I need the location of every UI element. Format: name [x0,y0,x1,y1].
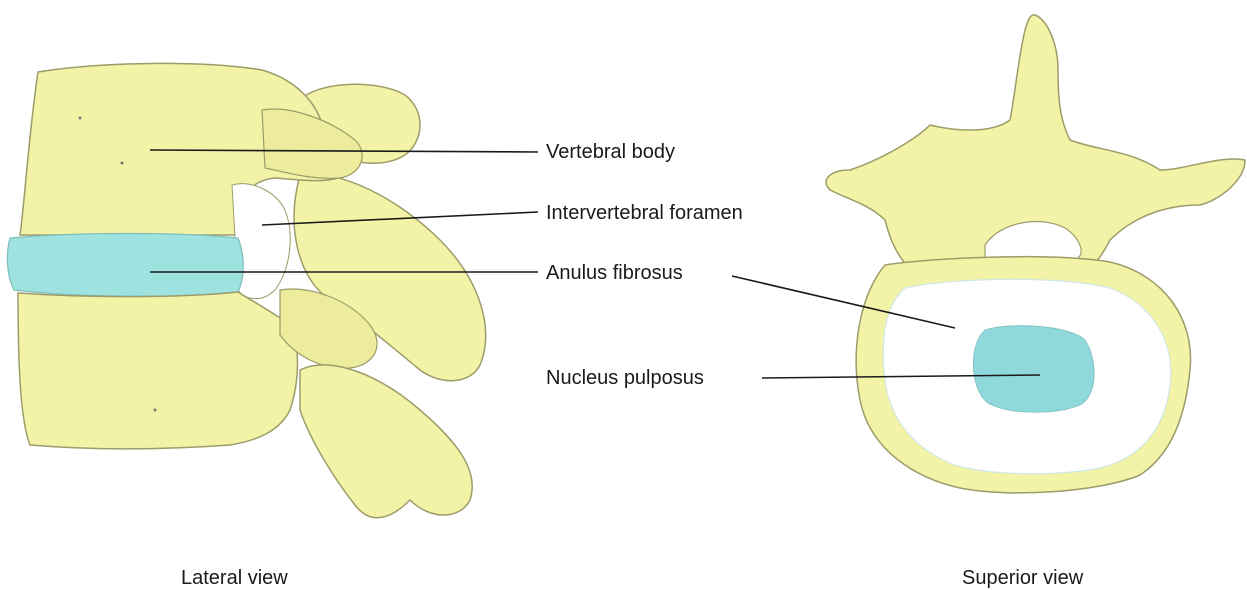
intervertebral-disc-lateral [7,234,243,297]
lateral-view-illustration [7,63,485,517]
label-vertebral-body: Vertebral body [546,140,675,164]
lower-spinous-process [300,365,472,518]
superior-view-illustration [826,15,1245,493]
label-anulus-fibrosus: Anulus fibrosus [546,261,683,285]
caption-superior-view: Superior view [962,566,1083,590]
label-intervertebral-foramen: Intervertebral foramen [546,201,743,225]
texture-dot [121,162,124,165]
nucleus-pulposus-shape [973,326,1094,413]
lower-vertebral-body [18,292,298,449]
texture-dot [79,117,82,120]
texture-dot [154,409,157,412]
label-nucleus-pulposus: Nucleus pulposus [546,366,704,390]
caption-lateral-view: Lateral view [181,566,288,590]
